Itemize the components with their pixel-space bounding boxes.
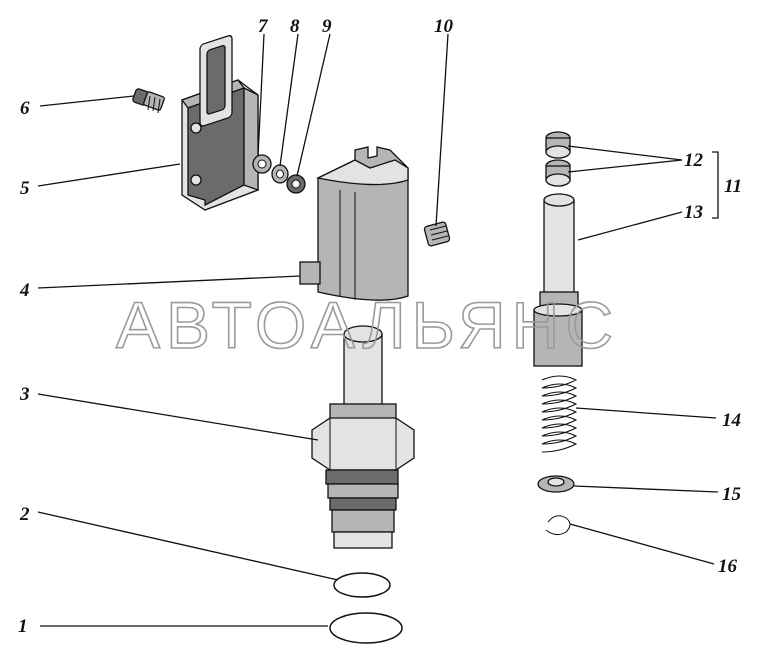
part-4-housing [299, 146, 409, 301]
part-14-spring [541, 375, 578, 453]
callout-7: 7 [258, 16, 269, 37]
part-12-balls [545, 131, 571, 187]
part-15-spring-seat [537, 475, 575, 493]
part-9-washer [286, 174, 306, 194]
callout-10: 10 [434, 16, 454, 37]
part-5-cover-plate [180, 35, 259, 211]
part-16-retaining-ring [545, 515, 571, 536]
part-1-o-ring [329, 612, 403, 644]
callout-1: 1 [18, 616, 28, 637]
leader-lines [37, 33, 719, 627]
part-13-plunger [533, 193, 583, 367]
callout-13: 13 [684, 202, 703, 223]
part-10-plug [423, 221, 451, 247]
callout-3: 3 [19, 384, 30, 405]
callout-15: 15 [722, 484, 742, 505]
part-8-washer [271, 164, 289, 184]
callout-8: 8 [290, 16, 300, 37]
callout-16: 16 [718, 556, 738, 577]
callout-6: 6 [20, 98, 30, 119]
callout-labels: 1 2 3 4 5 6 7 8 9 10 11 12 13 14 15 16 [18, 16, 742, 637]
callout-4: 4 [19, 280, 30, 301]
watermark: АВТОАЛЬЯНС [116, 288, 619, 362]
callout-14: 14 [722, 410, 741, 431]
part-2-o-ring [333, 572, 391, 598]
part-3-valve-body [311, 325, 415, 549]
callout-11: 11 [724, 176, 742, 197]
callout-9: 9 [322, 16, 332, 37]
callout-5: 5 [20, 178, 30, 199]
callout-2: 2 [19, 504, 30, 525]
callout-12: 12 [684, 150, 704, 171]
part-7-washer [252, 154, 272, 174]
part-6-bolt [132, 88, 165, 114]
